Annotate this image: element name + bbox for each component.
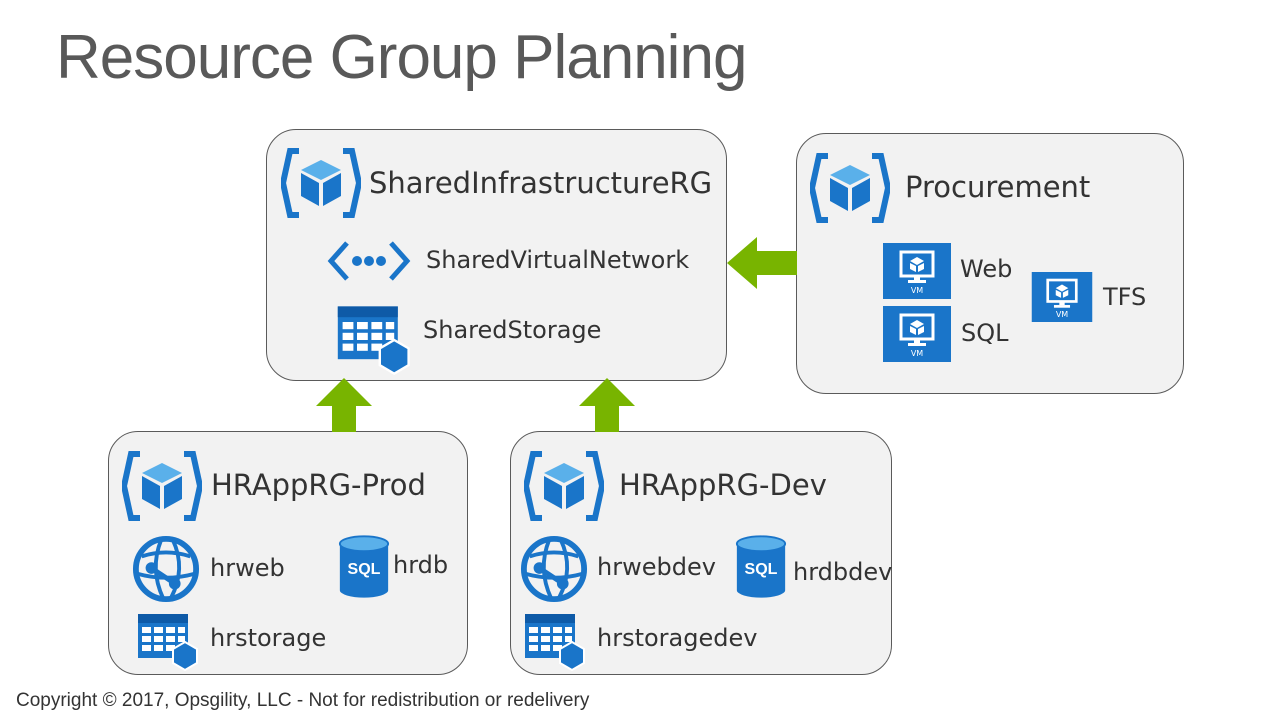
web-app-globe-icon — [520, 535, 588, 603]
sql-database-icon: SQL — [735, 533, 787, 601]
arrow-procurement-to-shared — [727, 237, 797, 289]
procurement-web-label: Web — [960, 255, 1013, 283]
virtual-network-icon — [327, 239, 411, 283]
procurement-tfs-label: TFS — [1103, 283, 1147, 311]
shared-rg-name: SharedInfrastructureRG — [369, 166, 713, 200]
resource-group-cube-icon — [122, 451, 202, 521]
resource-group-cube-icon — [281, 148, 361, 218]
arrow-dev-to-shared — [579, 378, 635, 432]
prod-hrweb-label: hrweb — [210, 554, 285, 582]
copyright-footer: Copyright © 2017, Opsgility, LLC - Not f… — [16, 690, 590, 711]
virtual-machine-icon: VM — [883, 243, 951, 299]
storage-account-icon — [137, 612, 201, 672]
virtual-machine-icon: VM — [883, 306, 951, 362]
dev-rg-name: HRAppRG-Dev — [619, 468, 827, 502]
storage-account-icon — [335, 304, 415, 376]
storage-account-icon — [524, 612, 588, 672]
page-title: Resource Group Planning — [56, 23, 747, 92]
prod-hrdb-label: hrdb — [393, 551, 449, 579]
shared-vnet-label: SharedVirtualNetwork — [426, 246, 690, 274]
prod-hrstorage-label: hrstorage — [210, 624, 327, 652]
prod-rg-name: HRAppRG-Prod — [211, 468, 426, 502]
dev-hrstoragedev-label: hrstoragedev — [597, 624, 758, 652]
vm-badge: VM — [910, 286, 924, 295]
dev-hrdbdev-label: hrdbdev — [793, 558, 893, 586]
virtual-machine-icon: VM — [1031, 272, 1093, 322]
dev-hrwebdev-label: hrwebdev — [597, 553, 716, 581]
procurement-rg-name: Procurement — [905, 170, 1091, 204]
sql-badge: SQL — [347, 561, 381, 578]
resource-group-cube-icon — [524, 451, 604, 521]
shared-storage-label: SharedStorage — [423, 316, 602, 344]
procurement-sql-label: SQL — [961, 319, 1009, 347]
vm-badge: VM — [910, 349, 924, 358]
resource-group-cube-icon — [810, 153, 890, 223]
sql-badge: SQL — [744, 561, 778, 578]
arrow-prod-to-shared — [316, 378, 372, 432]
sql-database-icon: SQL — [338, 533, 390, 601]
vm-badge: VM — [1055, 310, 1069, 319]
web-app-globe-icon — [132, 535, 200, 603]
